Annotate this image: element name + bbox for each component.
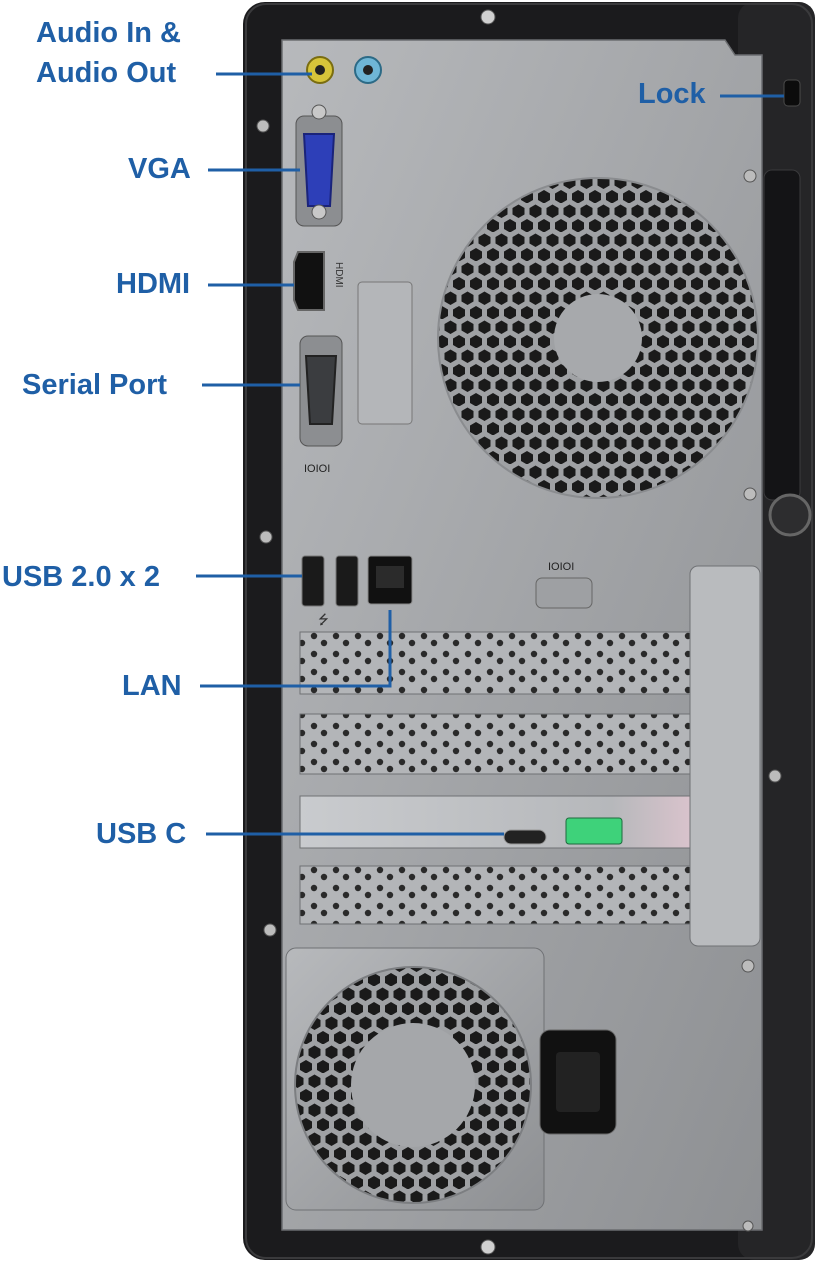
lan-port [367,555,413,605]
usb-symbol-icon: ⭍ [318,613,329,628]
callout-lock: Lock [638,78,706,110]
serial-knockout: IOIOI [535,561,593,609]
usb-c-port [503,829,547,845]
lock-slot-icon [783,79,801,107]
panel-screws [256,9,782,1255]
hdmi-port-label: HDMI [333,262,344,288]
vga-port [295,104,343,227]
callout-audio: Audio In & Audio Out [36,17,181,89]
callout-lines [196,72,784,836]
fan-grille-icon [437,177,759,499]
thumb-screw [768,493,812,537]
callout-lan: LAN [122,670,182,702]
usb-a-card-port [565,817,623,845]
serial-glyph-2: IOIOI [548,561,574,573]
callout-vga: VGA [128,153,191,185]
audio-jacks [306,56,382,84]
usb-2-ports: ⭍ [301,555,359,628]
serial-glyph: IOIOI [304,463,330,475]
hdmi-port: HDMI [293,251,344,311]
power-socket-icon [539,1029,617,1135]
knockout-plate [357,281,413,425]
serial-port: IOIOI [299,335,343,475]
callout-usb-c: USB C [96,818,187,850]
expansion-slots [299,565,761,947]
callout-hdmi: HDMI [116,268,191,300]
callout-usb-2: USB 2.0 x 2 [2,561,160,593]
usb-card-bracket [299,795,691,849]
screw-icon [480,9,496,25]
psu-fan-grille [285,947,545,1211]
callout-serial-port: Serial Port [22,369,168,401]
side-latch [763,169,801,501]
